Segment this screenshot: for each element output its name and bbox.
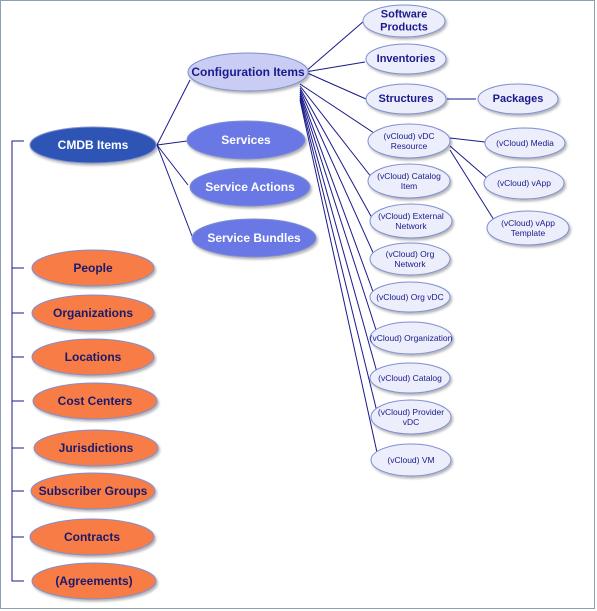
node-shape bbox=[365, 43, 447, 75]
node-shape bbox=[191, 218, 317, 258]
node-label: (vCloud) Media bbox=[496, 138, 554, 148]
node-label: (vCloud) vApp bbox=[501, 218, 555, 228]
node-vapp: (vCloud) vApp bbox=[483, 166, 565, 200]
node-label: (vCloud) Catalog bbox=[378, 373, 442, 383]
node-label: Template bbox=[511, 228, 546, 238]
node-label: Inventories bbox=[377, 53, 436, 65]
node-cost-centers: Cost Centers bbox=[32, 382, 158, 420]
node-jurisdictions: Jurisdictions bbox=[33, 429, 159, 467]
node-shape bbox=[31, 294, 155, 332]
node-people: People bbox=[31, 249, 155, 287]
node-vm: (vCloud) VM bbox=[370, 443, 452, 477]
node-shape bbox=[370, 399, 452, 435]
node-label: Network bbox=[395, 221, 427, 231]
node-organization: (vCloud) Organization bbox=[369, 321, 453, 355]
node-label: (vCloud) VM bbox=[387, 455, 434, 465]
node-shape bbox=[369, 362, 451, 394]
node-label: Locations bbox=[65, 350, 122, 364]
node-shape bbox=[29, 126, 157, 164]
connector-lines bbox=[11, 20, 495, 582]
node-label: (vCloud) Org bbox=[386, 249, 435, 259]
node-shape bbox=[367, 163, 451, 199]
node-shape bbox=[189, 167, 311, 207]
node-subscriber-groups: Subscriber Groups bbox=[30, 472, 156, 510]
node-shape bbox=[31, 249, 155, 287]
node-label: Software bbox=[381, 9, 427, 21]
node-shape bbox=[31, 562, 157, 600]
node-label: vDC bbox=[403, 417, 420, 427]
node-shape bbox=[29, 518, 155, 556]
node-shape bbox=[370, 443, 452, 477]
node-inventories: Inventories bbox=[365, 43, 447, 75]
node-label: CMDB Items bbox=[58, 138, 129, 152]
node-label: (vCloud) Provider bbox=[378, 407, 444, 417]
node-label: Products bbox=[380, 22, 428, 34]
node-shape bbox=[30, 472, 156, 510]
node-label: Contracts bbox=[64, 530, 120, 544]
node-label: Structures bbox=[378, 93, 433, 105]
node-label: People bbox=[73, 261, 113, 275]
node-shape bbox=[367, 123, 451, 159]
node-shape bbox=[186, 120, 306, 160]
node-org-vdc: (vCloud) Org vDC bbox=[369, 281, 451, 313]
node-shape bbox=[33, 429, 159, 467]
node-label: (Agreements) bbox=[55, 574, 132, 588]
node-shape bbox=[369, 281, 451, 313]
node-shape bbox=[369, 321, 453, 355]
node-shape bbox=[362, 4, 446, 38]
node-label: Service Bundles bbox=[207, 231, 301, 245]
node-label: Cost Centers bbox=[58, 394, 133, 408]
node-label: Subscriber Groups bbox=[39, 484, 148, 498]
node-catalog: (vCloud) Catalog bbox=[369, 362, 451, 394]
node-label: (vCloud) Catalog bbox=[377, 171, 441, 181]
node-configuration-items: Configuration Items bbox=[187, 52, 309, 92]
node-structures: Structures bbox=[365, 83, 447, 115]
node-label: Configuration Items bbox=[191, 65, 305, 79]
node-shape bbox=[187, 52, 309, 92]
node-label: Resource bbox=[391, 141, 428, 151]
node-cmdb-items: CMDB Items bbox=[29, 126, 157, 164]
node-label: Network bbox=[394, 259, 426, 269]
node-label: Service Actions bbox=[205, 180, 295, 194]
node-agreements: (Agreements) bbox=[31, 562, 157, 600]
node-shape bbox=[477, 83, 559, 115]
node-shape bbox=[484, 127, 566, 159]
node-label: Jurisdictions bbox=[59, 441, 134, 455]
node-label: (vCloud) External bbox=[378, 211, 444, 221]
node-label: (vCloud) vApp bbox=[497, 178, 551, 188]
node-shape bbox=[486, 210, 570, 246]
node-label: Organizations bbox=[53, 306, 133, 320]
node-label: (vCloud) vDC bbox=[383, 131, 434, 141]
node-service-bundles: Service Bundles bbox=[191, 218, 317, 258]
node-label: (vCloud) Org vDC bbox=[376, 292, 444, 302]
node-media: (vCloud) Media bbox=[484, 127, 566, 159]
node-contracts: Contracts bbox=[29, 518, 155, 556]
node-shape bbox=[369, 203, 453, 239]
node-locations: Locations bbox=[31, 338, 155, 376]
node-organizations: Organizations bbox=[31, 294, 155, 332]
node-packages: Packages bbox=[477, 83, 559, 115]
node-shape bbox=[31, 338, 155, 376]
node-shape bbox=[32, 382, 158, 420]
node-label: Packages bbox=[493, 93, 544, 105]
node-shape bbox=[365, 83, 447, 115]
node-shape bbox=[369, 242, 451, 276]
node-service-actions: Service Actions bbox=[189, 167, 311, 207]
node-shape bbox=[483, 166, 565, 200]
node-label: Services bbox=[221, 133, 271, 147]
node-label: (vCloud) Organization bbox=[370, 333, 453, 343]
node-label: Item bbox=[401, 181, 418, 191]
node-services: Services bbox=[186, 120, 306, 160]
